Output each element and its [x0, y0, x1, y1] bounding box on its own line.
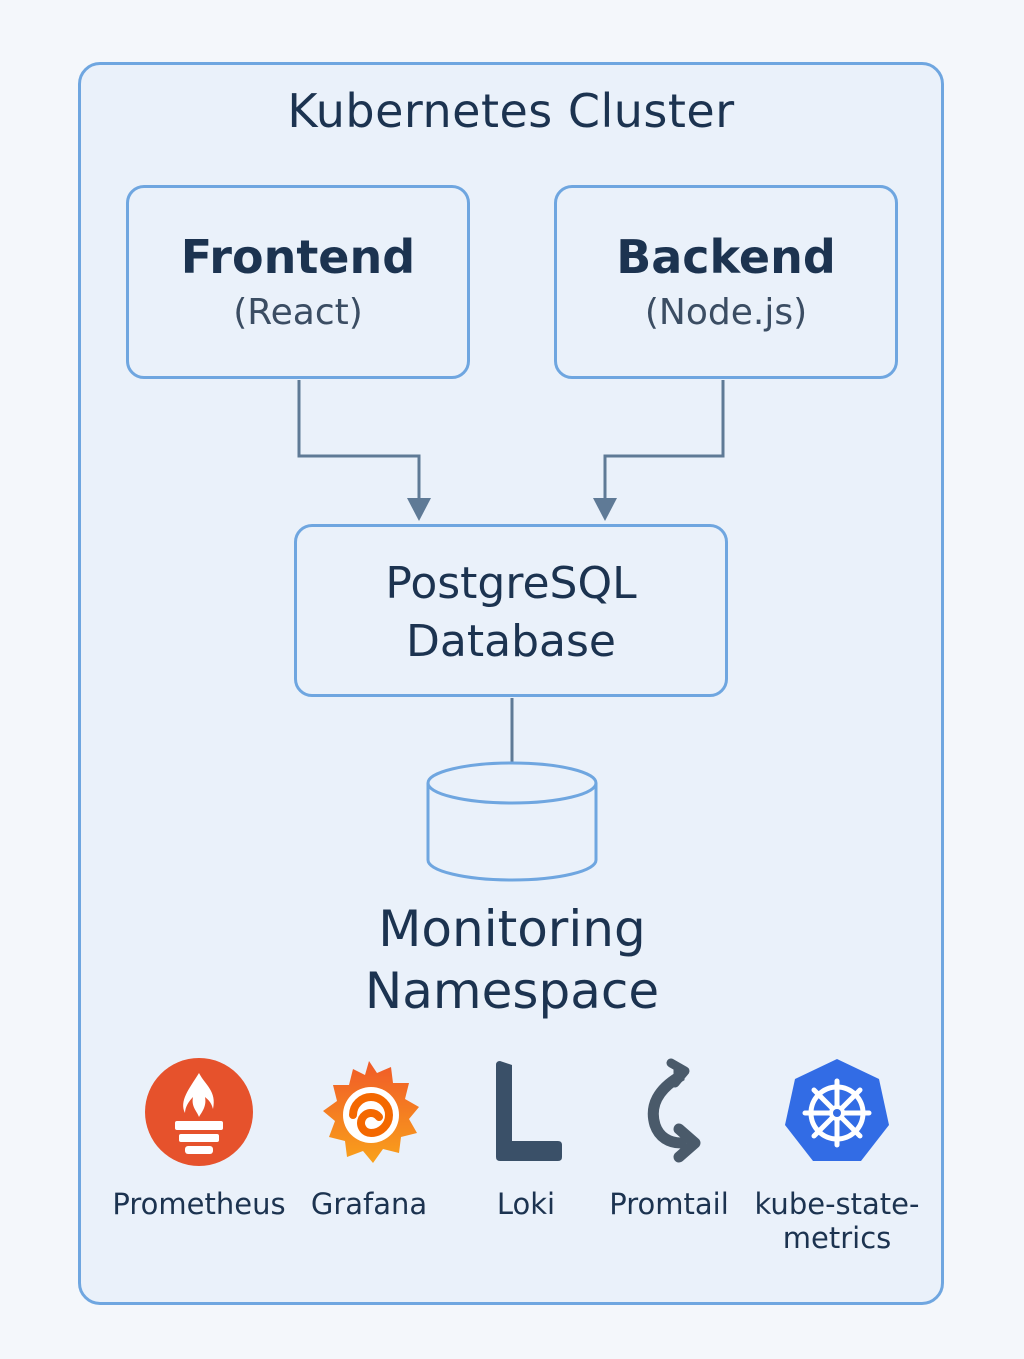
- grafana-icon: [323, 1061, 419, 1163]
- tool-grafana: Grafana: [279, 1055, 459, 1221]
- postgresql-database-box: PostgreSQL Database: [294, 524, 728, 697]
- monitoring-line2: Namespace: [364, 962, 660, 1020]
- database-line1: PostgreSQL: [385, 558, 637, 609]
- cluster-title: Kubernetes Cluster: [287, 84, 735, 138]
- tool-label: Prometheus: [112, 1187, 286, 1221]
- backend-to-db-arrowhead: [593, 498, 617, 521]
- tool-prometheus: Prometheus: [109, 1055, 289, 1221]
- tool-loki: Loki: [436, 1055, 616, 1221]
- tool-label: Loki: [496, 1187, 556, 1221]
- frontend-name: Frontend: [180, 230, 416, 284]
- backend-tech: (Node.js): [644, 292, 808, 333]
- tool-label: kube-state- metrics: [754, 1187, 920, 1255]
- loki-icon: [496, 1061, 562, 1161]
- promtail-icon: [647, 1058, 701, 1163]
- database-line2: Database: [406, 616, 616, 667]
- frontend-service-box: Frontend (React): [126, 185, 470, 379]
- tool-label: Promtail: [609, 1187, 729, 1221]
- tool-label: Grafana: [310, 1187, 428, 1221]
- database-cylinder-icon: [426, 761, 598, 882]
- backend-name: Backend: [616, 230, 836, 284]
- monitoring-line1: Monitoring: [378, 900, 646, 958]
- frontend-to-db-arrowhead: [407, 498, 431, 521]
- tool-promtail: Promtail: [579, 1055, 759, 1221]
- frontend-to-db-arrow: [297, 380, 421, 498]
- kubernetes-icon: [785, 1059, 889, 1161]
- monitoring-namespace-label: Monitoring Namespace: [262, 898, 762, 1022]
- prometheus-icon: [145, 1058, 253, 1166]
- backend-to-db-arrow: [603, 380, 725, 498]
- frontend-tech: (React): [233, 292, 363, 333]
- backend-service-box: Backend (Node.js): [554, 185, 898, 379]
- tool-kube-state-metrics: kube-state- metrics: [747, 1055, 927, 1255]
